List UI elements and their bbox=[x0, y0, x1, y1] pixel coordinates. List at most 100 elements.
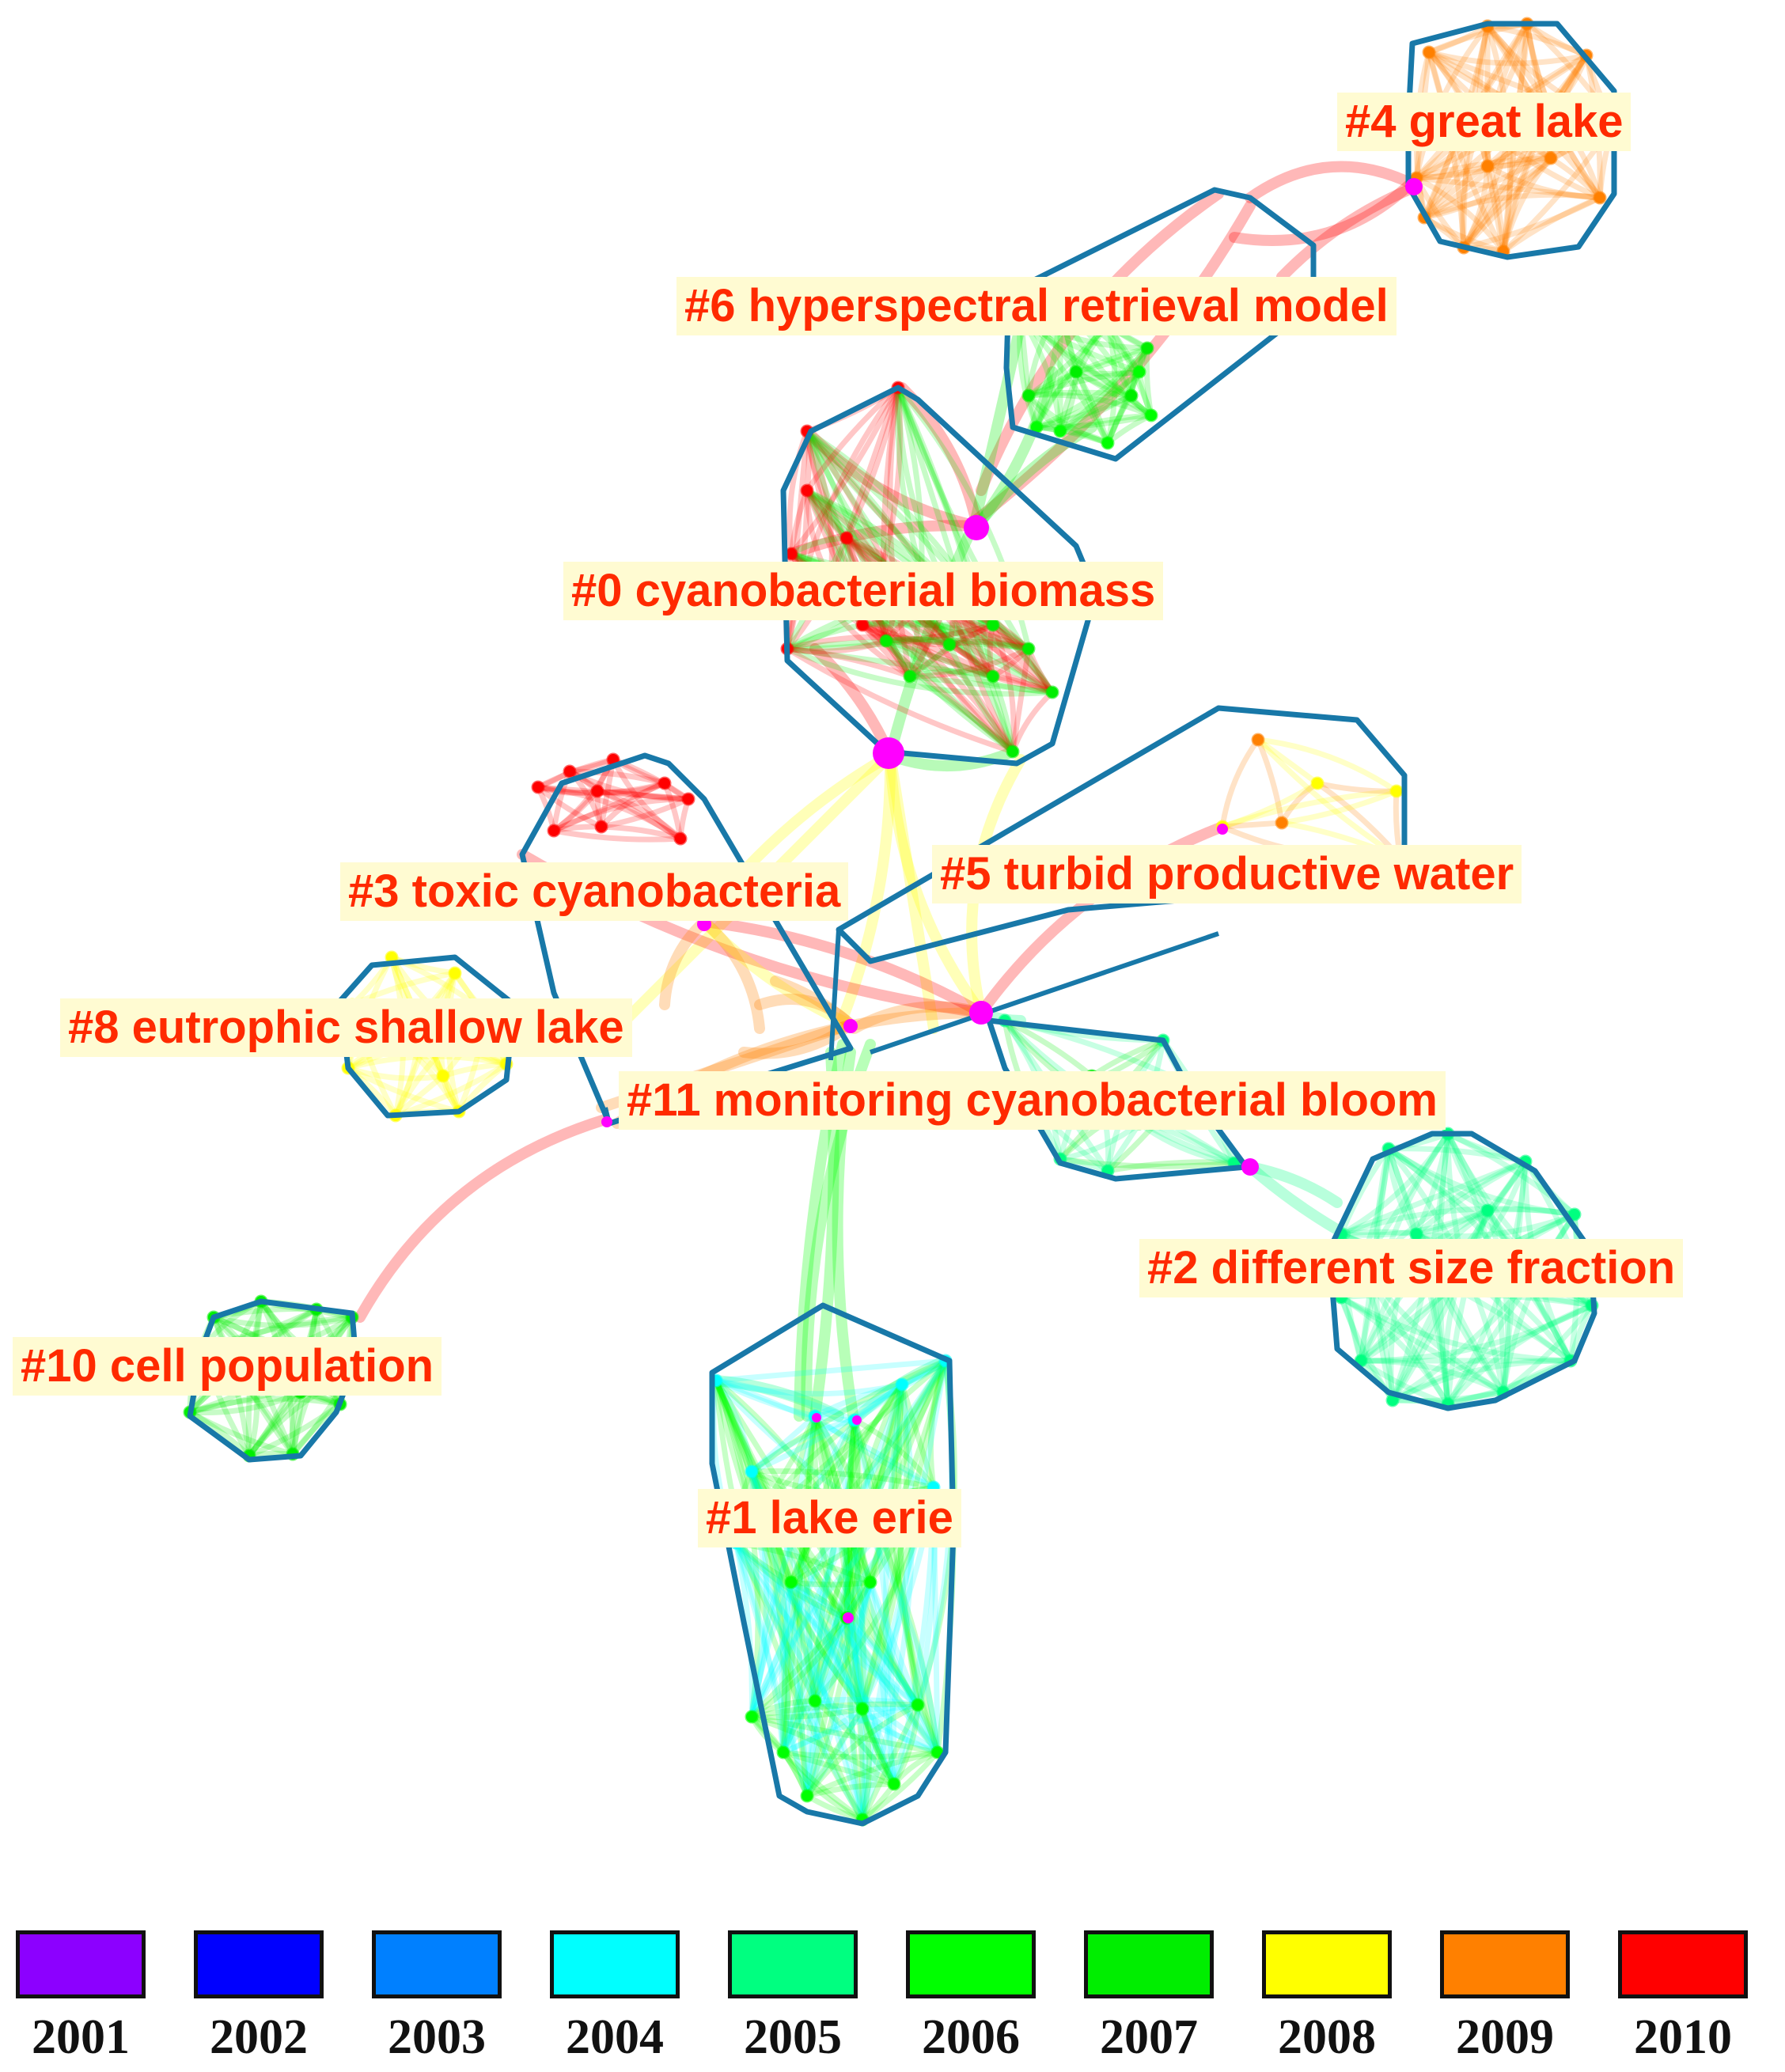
cluster-link bbox=[861, 623, 913, 678]
cluster-label-3: #3 toxic cyanobacteria bbox=[340, 862, 849, 921]
cluster-link bbox=[748, 1419, 857, 1718]
cluster-link bbox=[1028, 392, 1153, 419]
cluster-link bbox=[885, 638, 995, 680]
cluster-link bbox=[813, 1581, 874, 1703]
cluster-link bbox=[1415, 175, 1506, 254]
inter-cluster-link bbox=[786, 520, 983, 559]
cluster-link bbox=[1036, 369, 1142, 430]
inter-cluster-link bbox=[968, 200, 1256, 528]
legend-item-2007: 2007 bbox=[1084, 1930, 1218, 2065]
cluster-node bbox=[879, 634, 893, 648]
cluster-link bbox=[733, 1540, 866, 1820]
cluster-link bbox=[844, 1359, 949, 1498]
cluster-link bbox=[882, 1384, 905, 1785]
legend-year: 2005 bbox=[744, 2010, 842, 2064]
cluster-link bbox=[1486, 163, 1601, 201]
cluster-link bbox=[553, 828, 681, 843]
cluster-link bbox=[867, 1384, 905, 1583]
cluster-link bbox=[394, 1062, 508, 1119]
cluster-node bbox=[673, 831, 688, 846]
cluster-link bbox=[909, 673, 1053, 695]
cluster-link bbox=[714, 1378, 874, 1584]
cluster-link bbox=[1105, 370, 1143, 445]
cluster-link bbox=[1035, 346, 1150, 430]
cluster-node bbox=[986, 618, 1000, 632]
cluster-node bbox=[1140, 341, 1154, 355]
cluster-link bbox=[786, 646, 1053, 697]
legend-year: 2008 bbox=[1278, 2010, 1376, 2064]
legend-item-2004: 2004 bbox=[550, 1930, 684, 2065]
legend-item-2006: 2006 bbox=[906, 1930, 1040, 2065]
cluster-link bbox=[601, 824, 681, 842]
cluster-link bbox=[1059, 392, 1133, 434]
cluster-label-10: #10 cell population bbox=[13, 1337, 442, 1396]
cluster-node bbox=[1144, 408, 1158, 422]
cluster-link bbox=[946, 643, 1015, 754]
cluster-link bbox=[750, 1714, 896, 1786]
legend-swatch bbox=[728, 1930, 858, 1998]
cluster-link bbox=[861, 622, 950, 648]
cluster-node bbox=[1544, 151, 1558, 165]
legend-swatch bbox=[16, 1930, 146, 1998]
cluster-link bbox=[1423, 191, 1601, 221]
cluster-link bbox=[713, 1379, 788, 1753]
cluster-link bbox=[1360, 1358, 1505, 1396]
cluster-link bbox=[828, 386, 901, 583]
cluster-node bbox=[1389, 784, 1404, 798]
cluster-label-0: #0 cyanobacterial biomass bbox=[563, 562, 1164, 620]
inter-cluster-link bbox=[802, 426, 983, 532]
cluster-link bbox=[713, 1379, 810, 1797]
legend-year: 2002 bbox=[210, 2010, 308, 2064]
cluster-link bbox=[780, 1384, 905, 1754]
legend-year: 2003 bbox=[388, 2010, 486, 2064]
cluster-link bbox=[715, 1377, 856, 1423]
cluster-link bbox=[1074, 369, 1153, 419]
cluster-link bbox=[1255, 738, 1285, 824]
inter-cluster-link bbox=[711, 1375, 844, 1422]
cluster-link bbox=[814, 1358, 948, 1419]
cluster-link bbox=[1387, 1146, 1575, 1218]
cluster-link bbox=[855, 1581, 874, 1710]
cluster-link bbox=[804, 1581, 874, 1797]
cluster-link bbox=[714, 1378, 755, 1472]
legend-item-2002: 2002 bbox=[194, 1930, 328, 2065]
cluster-link bbox=[789, 386, 901, 556]
cluster-link bbox=[749, 1581, 874, 1719]
cluster-link bbox=[597, 788, 689, 802]
cluster-link bbox=[859, 1384, 915, 1821]
cluster-link bbox=[788, 1581, 866, 1821]
cluster-link bbox=[1391, 1358, 1571, 1403]
cluster-link bbox=[790, 1579, 871, 1588]
cluster-link bbox=[948, 642, 1054, 695]
year-legend: 2001 2002 2003 2004 2005 2006 2007 2008 … bbox=[16, 1930, 1772, 2065]
cluster-link bbox=[733, 1540, 920, 1707]
cluster-link bbox=[247, 1390, 303, 1458]
cluster-link bbox=[1073, 370, 1111, 445]
cluster-link bbox=[843, 1616, 866, 1710]
cluster-link bbox=[599, 780, 666, 829]
cluster-link bbox=[788, 1382, 904, 1584]
cluster-label-11: #11 monitoring cyanobacterial bloom bbox=[619, 1071, 1446, 1130]
inter-cluster-link bbox=[896, 382, 983, 532]
hub-node bbox=[873, 737, 904, 769]
cluster-link bbox=[733, 1542, 810, 1797]
cluster-link bbox=[733, 1541, 786, 1753]
cluster-c1 bbox=[709, 1354, 958, 1827]
cluster-link bbox=[597, 788, 683, 841]
cluster-link bbox=[843, 387, 901, 540]
cluster-link bbox=[844, 1616, 941, 1754]
cluster-link bbox=[1413, 1133, 1451, 1236]
cluster-link bbox=[1415, 175, 1601, 201]
inter-cluster-link bbox=[885, 521, 979, 761]
cluster-link bbox=[189, 1389, 302, 1416]
cluster-link bbox=[1027, 345, 1148, 399]
cluster-link bbox=[1059, 412, 1152, 434]
legend-item-2008: 2008 bbox=[1262, 1930, 1397, 2065]
hull-connector bbox=[828, 929, 841, 1061]
cluster-link bbox=[804, 489, 1015, 754]
legend-year: 2006 bbox=[922, 2010, 1020, 2064]
cluster-link bbox=[887, 387, 901, 586]
inter-cluster-link bbox=[849, 1001, 987, 1034]
cluster-link bbox=[884, 638, 1014, 754]
inter-cluster-link bbox=[972, 422, 1097, 532]
